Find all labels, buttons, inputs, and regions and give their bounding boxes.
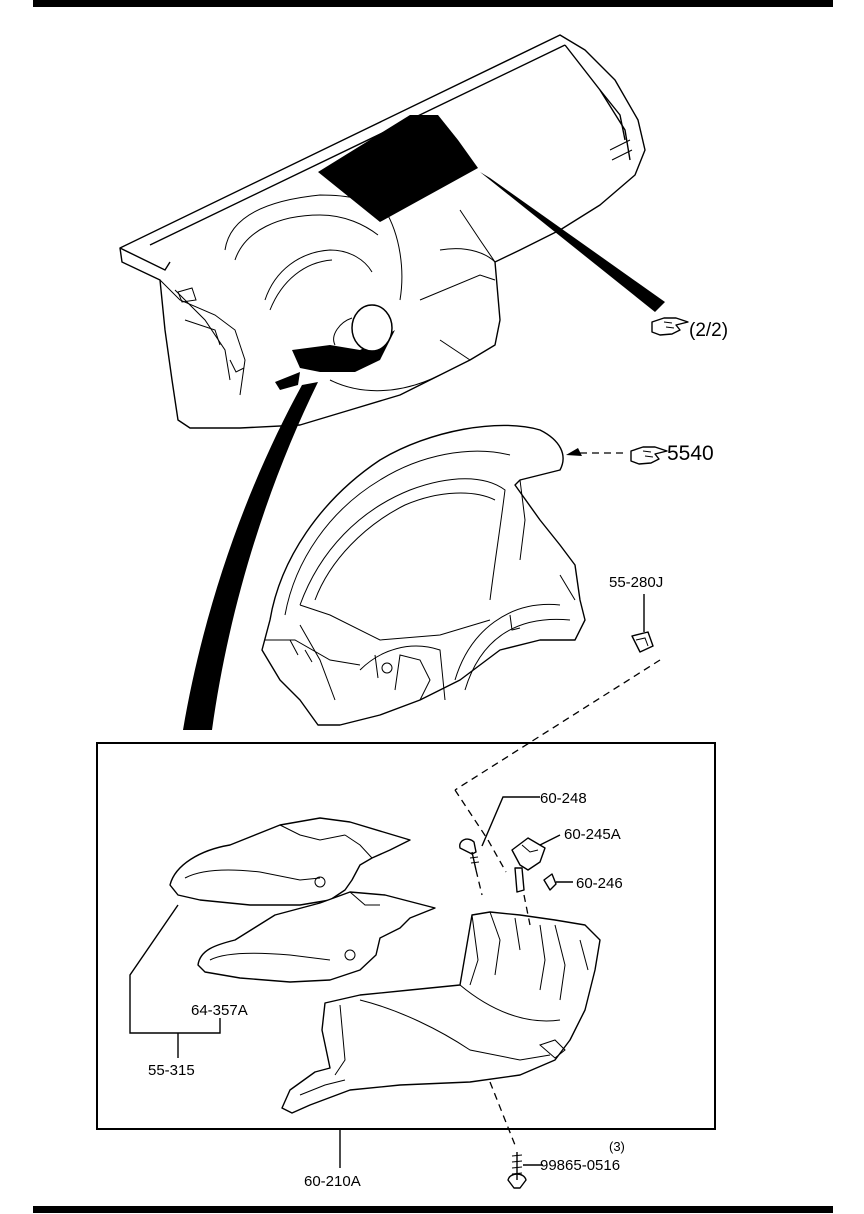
meter-hood-illustration	[261, 424, 586, 726]
bottom-border-bar	[33, 1206, 833, 1213]
detail-box	[96, 742, 716, 1130]
part-55-280J-bulb	[631, 594, 654, 653]
label-60-248: 60-248	[540, 790, 587, 807]
label-55-280J: 55-280J	[609, 574, 663, 591]
label-60-245A: 60-245A	[564, 826, 621, 843]
part-column-cover	[281, 911, 601, 1114]
label-quantity-3: (3)	[609, 1139, 625, 1154]
part-60-246-clip	[543, 873, 557, 891]
part-upper-cover	[169, 817, 411, 906]
label-60-246: 60-246	[576, 875, 623, 892]
pointing-hand-icon	[630, 446, 668, 465]
dashboard-illustration	[119, 34, 665, 429]
ref-5540-label: 5540	[667, 442, 714, 465]
label-55-315: 55-315	[148, 1062, 195, 1079]
label-64-357A: 64-357A	[191, 1002, 248, 1019]
label-60-210A: 60-210A	[304, 1173, 361, 1190]
part-lower-cover	[197, 891, 436, 983]
part-60-245A-bracket	[511, 837, 546, 893]
part-99865-0516-screw	[507, 1152, 527, 1189]
top-border-bar	[33, 0, 833, 7]
detail-pointer-sweep	[183, 382, 318, 730]
pointing-hand-icon	[651, 317, 689, 336]
part-60-248-screw	[459, 838, 480, 871]
label-99865-0516: 99865-0516	[540, 1157, 620, 1174]
ref-2-2-label: (2/2)	[689, 320, 728, 341]
